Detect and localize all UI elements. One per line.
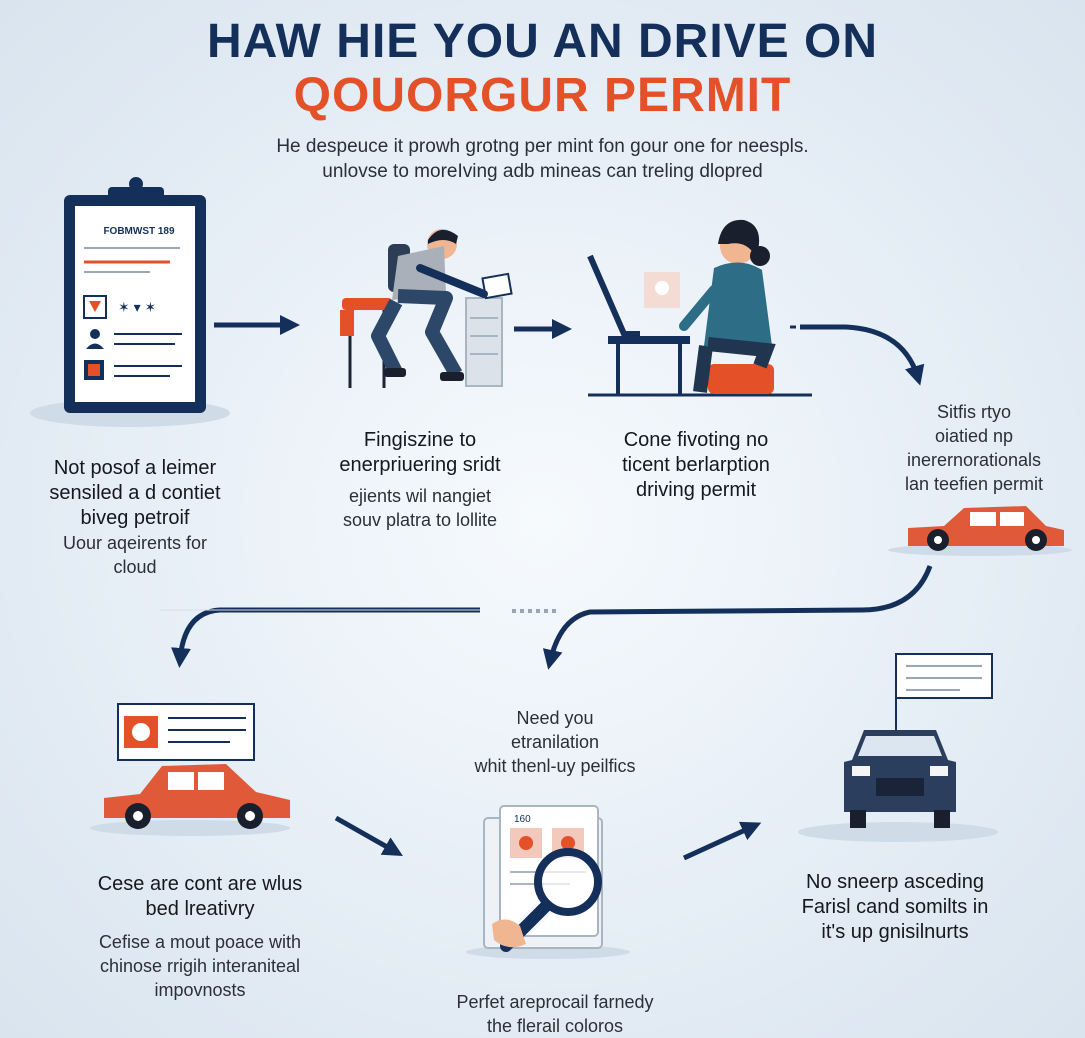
step-1-sub-2: cloud	[113, 557, 157, 577]
return-arrow-left	[171, 607, 480, 668]
step-3-caption: Cone fivoting no ticent berlarption driv…	[576, 428, 816, 503]
step-5-sub-2: chinose rrigih interaniteal	[99, 956, 301, 976]
step-1-line-2: sensiled a d contiet	[49, 482, 221, 504]
step-1-line-3: biveg petroif	[80, 507, 190, 529]
step-2-sub-1: ejients wil nangiet	[348, 486, 492, 506]
step-5-caption: Cese are cont are wlus bed lreativry Cef…	[60, 872, 340, 1002]
car-front-sign-icon	[798, 653, 998, 842]
step-2-caption: Fingiszine to enerpriuering sridt ejient…	[300, 428, 540, 532]
step-8-line-1: Perfet areprocail farnedy	[456, 992, 654, 1012]
step-7-caption: No sneerp asceding Farisl cand somilts i…	[770, 870, 1020, 945]
step-6-line-1: Need you	[516, 708, 594, 728]
car-icon-right	[888, 506, 1072, 556]
step-4-line-4: lan teefien permit	[904, 474, 1044, 494]
step-6-line-3: whit thenl-uy peilfics	[474, 756, 636, 776]
step-3-line-1: Cone fivoting no	[623, 429, 769, 451]
page-title-line-1: HAW HIE YOU AN DRIVE ON	[206, 15, 879, 68]
step-7-line-2: Farisl cand somilts in	[801, 896, 989, 918]
step-5-sub-3: impovnosts	[154, 980, 246, 1000]
svg-text:✶ ▾ ✶: ✶ ▾ ✶	[118, 299, 156, 315]
step-5-line-1: Cese are cont are wlus	[97, 873, 303, 895]
step-5-sub-1: Cefise a mout poace with	[98, 932, 302, 952]
step-6-caption: Need you etranilation whit thenl-uy peil…	[430, 706, 680, 778]
person-laptop-icon	[340, 229, 513, 388]
document-magnifier-icon: 160	[466, 805, 630, 959]
step-2-sub-2: souv platra to lollite	[342, 510, 498, 530]
car-sign-icon	[90, 703, 290, 836]
step-3-line-2: ticent berlarption	[622, 454, 770, 476]
subtitle-line-1: He despeuce it prowh grotng per mint fon…	[276, 136, 809, 157]
step-4-line-2: oiatied np	[934, 426, 1014, 446]
step-4-line-3: inerernorationals	[906, 450, 1042, 470]
step-2-line-1: Fingiszine to	[363, 429, 477, 451]
form-header-label: FOBMWST 189	[103, 226, 175, 237]
step-4-line-1: Sitfis rtyo	[936, 402, 1011, 422]
step-4-caption: Sitfis rtyo oiatied np inerernorationals…	[874, 400, 1074, 496]
page-title-line-2: QOUORGUR PERMIT	[293, 69, 792, 122]
arrow-3	[800, 324, 925, 386]
step-5-line-2: bed lreativry	[145, 898, 255, 920]
step-8-line-2: the flerail coloros	[486, 1016, 624, 1036]
clipboard-form-icon: ✶ ▾ ✶	[30, 177, 230, 427]
step-1-line-1: Not posof a leimer	[53, 457, 217, 479]
step-8-caption: Perfet areprocail farnedy the flerail co…	[410, 990, 700, 1038]
step-7-line-3: it's up gnisilnurts	[821, 921, 969, 943]
subtitle-line-2: unlovse to moreIving adb mineas can trel…	[322, 161, 763, 182]
step-2-line-2: enerpriuering sridt	[339, 454, 501, 476]
return-arrow-right	[542, 565, 933, 670]
doc-label: 160	[514, 814, 531, 825]
step-1-caption: Not posof a leimer sensiled a d contiet …	[20, 456, 250, 579]
woman-laptop-icon	[587, 219, 812, 397]
arrow-5	[334, 815, 403, 856]
step-6-line-2: etranilation	[510, 732, 600, 752]
step-7-line-1: No sneerp asceding	[806, 871, 984, 893]
step-1-sub-1: Uour aqeirents for	[62, 533, 208, 553]
step-3-line-3: driving permit	[635, 479, 757, 501]
page-subtitle: He despeuce it prowh grotng per mint fon…	[160, 134, 925, 184]
arrow-7	[682, 821, 762, 861]
